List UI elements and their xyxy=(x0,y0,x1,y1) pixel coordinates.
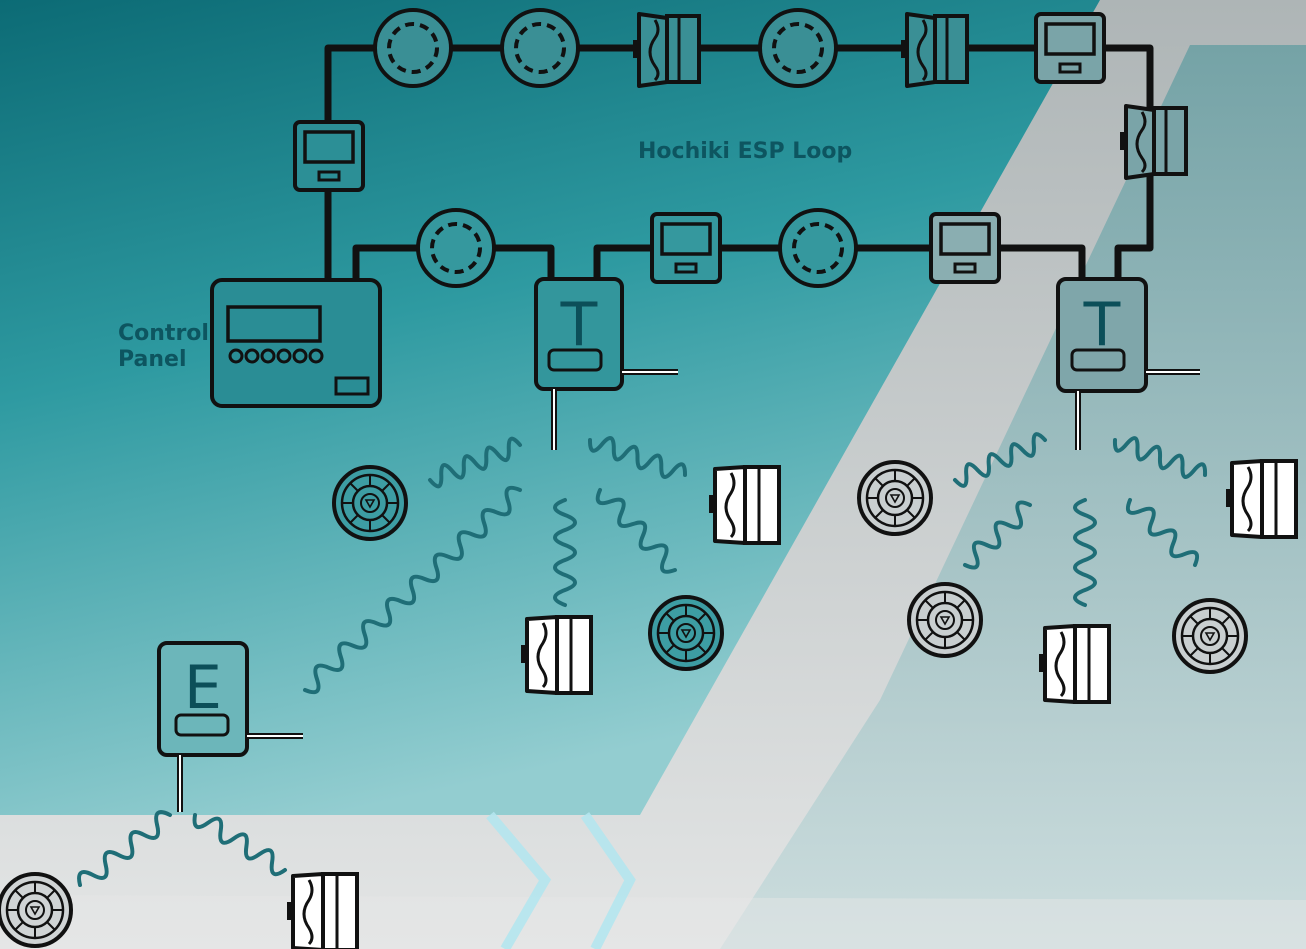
radio-waves xyxy=(77,432,1208,887)
expander-letter: E xyxy=(184,653,222,723)
wireless-sounder-icon xyxy=(1037,624,1111,704)
smoke-detector-icon xyxy=(778,208,858,288)
smoke-detector-icon xyxy=(500,8,580,88)
control-panel-label-line1: Control xyxy=(118,321,209,346)
wireless-detector-icon xyxy=(0,872,73,948)
radio-wave-icon xyxy=(553,498,577,607)
radio-wave-icon xyxy=(953,432,1047,488)
translator-icon xyxy=(1056,277,1200,450)
module-icon xyxy=(929,212,1001,284)
translator-left-letter: T xyxy=(560,290,598,360)
wireless-detector-icon xyxy=(857,460,933,536)
wireless-detector-icon xyxy=(1172,598,1248,674)
module-icon xyxy=(293,120,365,192)
background-teal-right xyxy=(720,45,1306,949)
wireless-sounder-icon xyxy=(285,872,359,949)
wireless-sounder-icon xyxy=(707,465,781,545)
decor-stripe xyxy=(580,812,636,949)
radio-wave-icon xyxy=(1112,436,1208,479)
radio-wave-icon xyxy=(963,500,1032,570)
translator-right-letter: T xyxy=(1083,290,1121,360)
module-icon xyxy=(1034,12,1106,84)
loop-title: Hochiki ESP Loop xyxy=(638,139,852,164)
sounder-icon xyxy=(1118,104,1188,180)
expander-icon xyxy=(157,641,303,812)
decor-stripe xyxy=(486,811,552,949)
control-panel-icon xyxy=(210,278,382,408)
radio-wave-icon xyxy=(192,813,287,877)
radio-wave-icon xyxy=(1073,498,1097,607)
smoke-detector-icon xyxy=(758,8,838,88)
wireless-detector-icon xyxy=(648,595,724,671)
radio-wave-icon xyxy=(77,810,172,887)
wireless-detector-icon xyxy=(332,465,408,541)
radio-wave-icon xyxy=(428,436,522,489)
smoke-detector-icon xyxy=(416,208,496,288)
sounder-icon xyxy=(631,12,701,88)
wireless-sounder-icon xyxy=(1224,459,1298,539)
smoke-detector-icon xyxy=(373,8,453,88)
wireless-sounder-icon xyxy=(519,615,593,695)
radio-wave-icon xyxy=(303,485,522,695)
background-teal xyxy=(0,0,1100,815)
sounder-icon xyxy=(899,12,969,88)
wireless-detector-icon xyxy=(907,582,983,658)
radio-wave-icon xyxy=(595,488,677,574)
radio-wave-icon xyxy=(1125,498,1200,567)
translator-icon xyxy=(534,277,678,450)
module-icon xyxy=(650,212,722,284)
control-panel-label-line2: Panel xyxy=(118,347,187,372)
radio-wave-icon xyxy=(587,436,688,479)
